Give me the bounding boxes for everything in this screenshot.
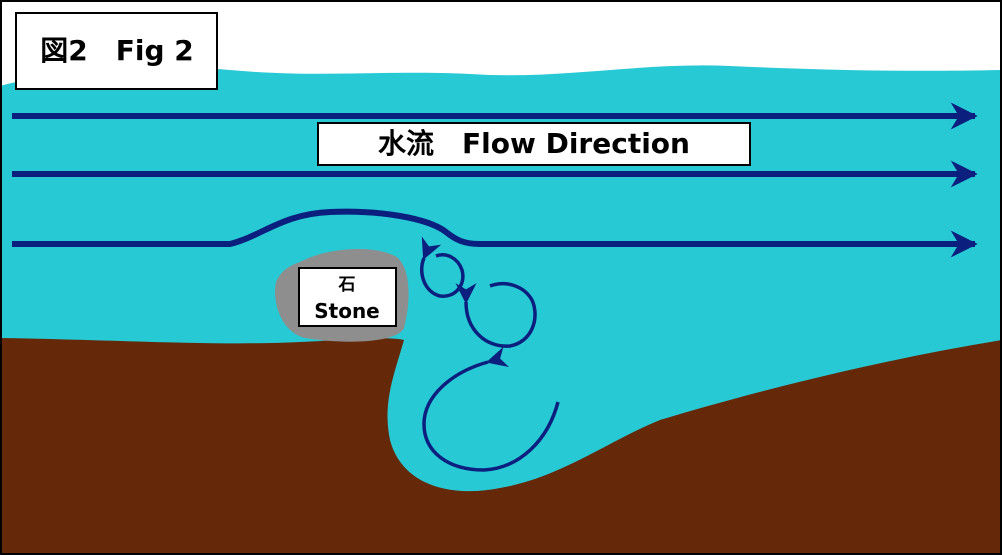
eddy-middle [455, 281, 537, 348]
flow-arrow-bottom-curved [12, 208, 978, 258]
flow-label: 水流 Flow Direction [378, 127, 690, 160]
eddy-large-bottom [422, 346, 560, 472]
flow-label-box [317, 122, 751, 166]
figure-label: 図2 Fig 2 [40, 34, 193, 67]
stone-label-en: Stone [314, 299, 380, 323]
stone-label-box [298, 267, 397, 327]
stone-label-jp: 石 [338, 275, 356, 295]
riverbed [0, 338, 1002, 555]
figure-label-box [15, 12, 218, 90]
